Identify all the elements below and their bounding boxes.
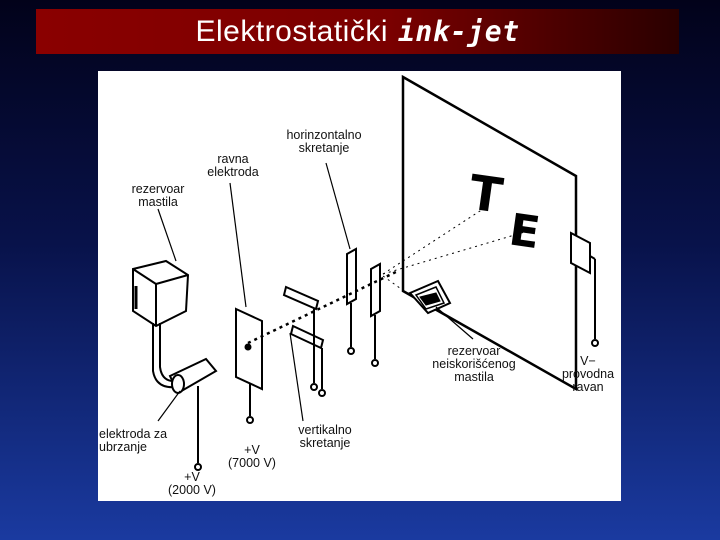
horizontal-plate-2 [370, 262, 381, 318]
paper-sheet [401, 74, 578, 392]
horizontal-plate-1 [346, 247, 357, 306]
label-flat-electrode: ravna elektroda [207, 152, 259, 179]
title-main: Elektrostatički [195, 14, 389, 48]
ink-reservoir-box [132, 259, 190, 328]
label-ink-reservoir: rezervoar mastila [131, 182, 185, 209]
paper-letter-t: T [466, 165, 506, 225]
vertical-plate-bottom [289, 324, 325, 350]
label-voltage-7000: +V (7000 V) [228, 443, 276, 470]
label-unused-ink-reservoir: rezervoar neiskorišćenog mastila [432, 344, 516, 384]
label-voltage-2000: +V (2000 V) [168, 470, 216, 497]
slide-title: Elektrostatički ink-jet [36, 9, 679, 54]
label-vertical-deflection: vertikalno skretanje [298, 423, 352, 450]
conductive-plane-plate [570, 231, 591, 275]
inkjet-diagram: T E [98, 71, 621, 501]
label-acceleration-electrode: elektroda za ubrzanje [99, 427, 168, 454]
diagram-drawing: T E [132, 74, 599, 471]
label-horizontal-deflection: horinzontalno skretanje [286, 128, 362, 155]
paper-letter-e: E [506, 204, 543, 259]
label-conductive-plane: V− provodna ravan [561, 354, 615, 394]
title-emphasis: ink-jet [398, 15, 520, 48]
vertical-plate-top [282, 285, 320, 311]
